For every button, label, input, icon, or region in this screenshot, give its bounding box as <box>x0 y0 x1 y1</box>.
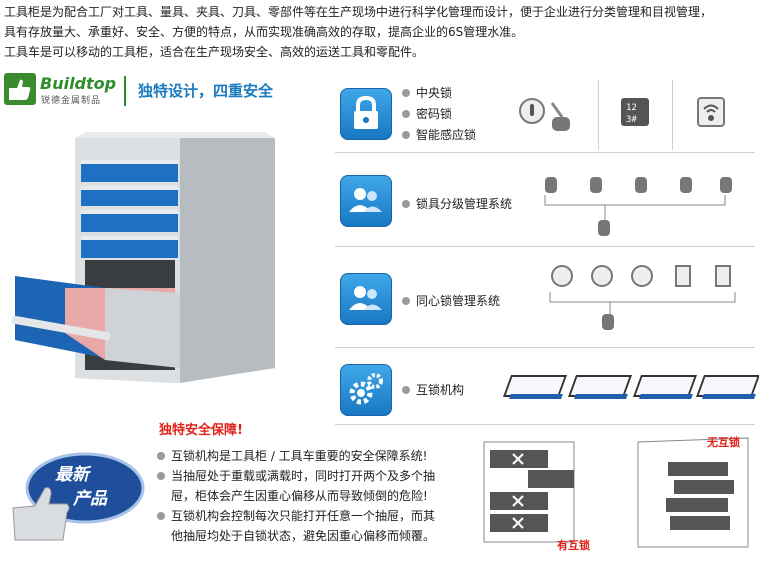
new-product-badge: 最新 产品 <box>5 448 145 558</box>
safety-title: 独特安全保障! <box>159 423 243 438</box>
user-group-icon <box>340 175 392 227</box>
keypad-icon: 12 3# <box>620 97 650 131</box>
thumbs-up-logo-icon <box>4 73 36 105</box>
smart-sensor-lock-icon <box>697 97 725 131</box>
badge-line-2: 产品 <box>73 489 107 509</box>
lock-type-smart: 智能感应锁 <box>402 126 476 143</box>
feature-divider <box>598 80 599 150</box>
concentric-lock-label: 同心锁管理系统 <box>402 292 500 309</box>
interlock-comparison-diagram <box>483 437 749 548</box>
safety-point-2-cont: 屉，柜体会产生因重心偏移从而导致倾倒的危险! <box>171 489 428 503</box>
svg-text:3#: 3# <box>626 115 637 125</box>
without-interlock-label: 无互锁 <box>707 436 740 449</box>
safety-description: 互锁机构是工具柜 / 工具车重要的安全保障系统! 当抽屉处于重载或满载时，同时打… <box>157 446 463 546</box>
bullet-dot <box>402 200 410 208</box>
feature-divider <box>672 80 673 150</box>
intro-line-1: 工具柜是为配合工厂对工具、量具、夹具、刀具、零部件等在生产现场中进行科学化管理而… <box>4 5 713 19</box>
brand-subtitle: 锐德金属制品 <box>41 96 102 106</box>
bullet-dot <box>402 297 410 305</box>
feature-divider <box>335 347 755 348</box>
safety-point-1: 互锁机构是工具柜 / 工具车重要的安全保障系统! <box>157 446 463 466</box>
concentric-lock-diagram <box>549 265 736 330</box>
gears-icon <box>340 364 392 416</box>
drawer-tray-edge <box>702 394 756 399</box>
tool-cabinet-illustration <box>11 132 275 383</box>
central-lock-key-icon <box>518 95 578 144</box>
safety-point-3-cont: 他抽屉均处于自锁状态，避免因重心偏移而倾覆。 <box>171 529 436 543</box>
lock-grade-label: 锁具分级管理系统 <box>402 195 512 212</box>
safety-point-2: 当抽屉处于重载或满载时，同时打开两个及多个抽 <box>157 466 463 486</box>
drawer-tray-edge <box>639 394 693 399</box>
slogan: 独特设计，四重安全 <box>138 82 274 100</box>
graded-key-diagram <box>544 177 732 236</box>
drawer-tray-edge <box>574 394 628 399</box>
feature-divider <box>335 152 755 153</box>
bullet-dot <box>402 110 410 118</box>
feature-divider <box>335 424 755 425</box>
intro-line-3: 工具车是可以移动的工具柜，适合在生产现场安全、高效的运送工具和零配件。 <box>4 45 425 59</box>
bullet-dot <box>402 131 410 139</box>
intro-text: 工具柜是为配合工厂对工具、量具、夹具、刀具、零部件等在生产现场中进行科学化管理而… <box>4 2 759 62</box>
padlock-icon <box>340 88 392 140</box>
bullet-dot <box>157 512 165 520</box>
drawer-tray-edge <box>509 394 563 399</box>
user-group-icon <box>340 273 392 325</box>
lock-type-password: 密码锁 <box>402 105 452 122</box>
intro-line-2: 具有存放量大、承重好、安全、方便的特点，从而实现准确高效的存取，提高企业的6S管… <box>4 25 524 39</box>
bullet-dot <box>157 472 165 480</box>
lock-type-central: 中央锁 <box>402 84 452 101</box>
bullet-dot <box>157 452 165 460</box>
svg-text:12: 12 <box>626 103 637 113</box>
bullet-dot <box>402 386 410 394</box>
badge-line-1: 最新 <box>55 465 89 485</box>
bullet-dot <box>402 89 410 97</box>
with-interlock-label: 有互锁 <box>557 539 590 552</box>
interlock-label: 互锁机构 <box>402 381 464 398</box>
feature-divider <box>335 246 755 247</box>
brand-logo: Buildtop 锐德金属制品 <box>4 73 124 109</box>
safety-point-3: 互锁机构会控制每次只能打开任意一个抽屉，而其 <box>157 506 463 526</box>
brand-divider <box>124 76 126 106</box>
brand-name: Buildtop <box>40 74 117 93</box>
